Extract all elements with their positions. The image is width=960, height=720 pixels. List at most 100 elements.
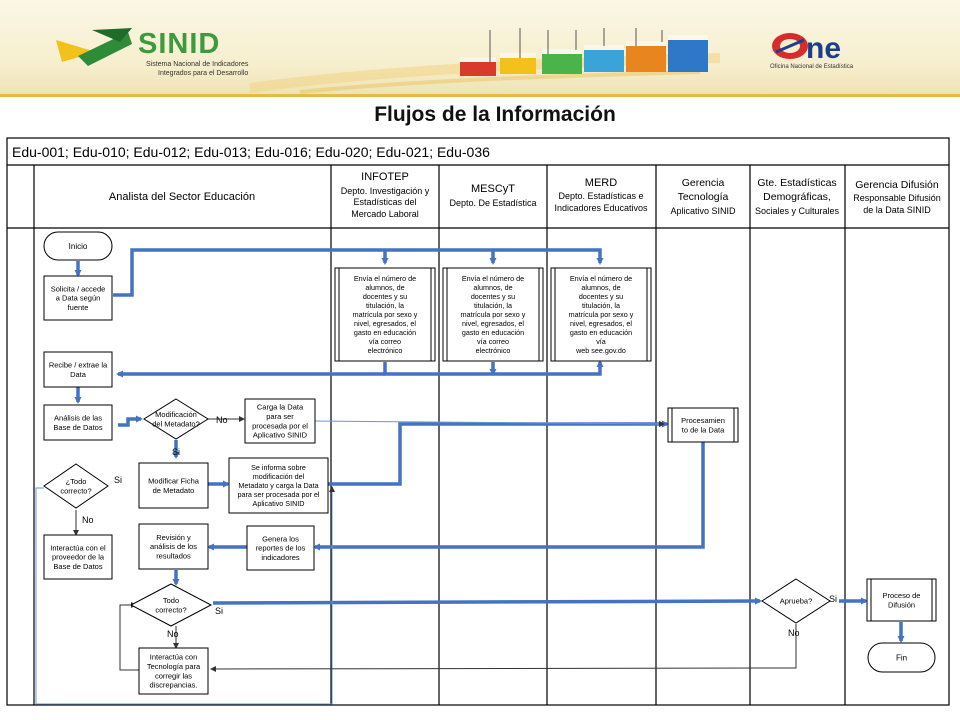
node-text: vía correo bbox=[369, 337, 401, 346]
lane-header-text: MERD bbox=[585, 177, 617, 189]
lane-header-text: Gte. Estadísticas bbox=[757, 177, 836, 189]
node-text: Base de Datos bbox=[53, 423, 102, 432]
node-text: Difusión bbox=[888, 600, 915, 609]
node-text: Base de Datos bbox=[53, 562, 102, 571]
node-text: Proceso de bbox=[883, 591, 921, 600]
connector-label: Si bbox=[114, 475, 122, 485]
node-text: Fin bbox=[896, 653, 907, 662]
node-text: Recibe / extrae la bbox=[49, 360, 108, 369]
node-text: ¿Todo bbox=[66, 477, 87, 486]
flow-arrow bbox=[113, 248, 604, 297]
header-bar bbox=[584, 50, 624, 72]
lane-header-text: Depto. Investigación y bbox=[341, 186, 430, 196]
node-text: procesada por el bbox=[252, 421, 308, 430]
page-title: Flujos de la Información bbox=[374, 103, 616, 126]
node-text: a Data según bbox=[56, 294, 101, 303]
lane-header-text: de la Data SINID bbox=[863, 205, 931, 215]
node-text: Aprueba? bbox=[780, 597, 813, 606]
node-text: matrícula por sexo y bbox=[569, 310, 634, 319]
node-text: correcto? bbox=[155, 605, 186, 614]
node-text: Solicita / accede bbox=[51, 284, 106, 293]
node-text: discrepancias. bbox=[150, 681, 198, 690]
connector-label: Si bbox=[215, 606, 223, 616]
node-text: electrónico bbox=[368, 346, 403, 355]
connector-label: No bbox=[216, 415, 228, 425]
lane-header-text: Demográficas, bbox=[763, 191, 831, 203]
node-text: Envía el número de bbox=[570, 274, 632, 283]
node-text: alumnos, de bbox=[365, 283, 404, 292]
node-text: web see.gov.do bbox=[575, 346, 626, 355]
swimlane-frame bbox=[6, 137, 950, 706]
node-text: Aplicativo SINID bbox=[253, 499, 305, 508]
flow-line bbox=[119, 602, 139, 671]
connector-label: No bbox=[82, 515, 94, 525]
one-logo-text: ne bbox=[806, 32, 841, 65]
lane-header-text: Estadísticas del bbox=[353, 197, 416, 207]
one-logo-sub: Oficina Nacional de Estadística bbox=[770, 64, 854, 70]
header-graphic: SINID Sistema Nacional de Indicadores In… bbox=[56, 28, 854, 94]
node-inicio: Inicio bbox=[43, 231, 113, 261]
node-text: para ser bbox=[266, 412, 294, 421]
node-text: docentes y su bbox=[579, 292, 623, 301]
header-bar bbox=[668, 40, 708, 72]
indicator-codes: Edu-001; Edu-010; Edu-012; Edu-013; Edu-… bbox=[12, 144, 490, 160]
node-text: docentes y su bbox=[471, 292, 515, 301]
header-banner: SINID Sistema Nacional de Indicadores In… bbox=[0, 0, 960, 97]
node-text: Envía el número de bbox=[354, 274, 416, 283]
lane-header-text: Depto. Estadísticas e bbox=[558, 191, 643, 201]
header-bar bbox=[460, 62, 496, 76]
node-text: corregir las bbox=[155, 671, 192, 680]
node-text: Modificación bbox=[155, 410, 197, 419]
node-text: Interactúa con el bbox=[50, 543, 106, 552]
lane-header-text: Depto. De Estadística bbox=[449, 198, 536, 208]
node-text: Todo bbox=[163, 596, 179, 605]
lane-header-text: Sociales y Culturales bbox=[755, 206, 840, 216]
node-text: electrónico bbox=[476, 346, 511, 355]
node-text: Envía el número de bbox=[462, 274, 524, 283]
node-fin: Fin bbox=[867, 642, 936, 673]
node-text: Modificar Ficha bbox=[148, 476, 200, 485]
lane-header-text: INFOTEP bbox=[361, 171, 409, 183]
flow-line bbox=[314, 420, 665, 427]
node-text: titulación, la bbox=[582, 301, 620, 310]
node-text: fuente bbox=[68, 303, 89, 312]
node-text: matrícula por sexo y bbox=[461, 310, 526, 319]
node-text: titulación, la bbox=[474, 301, 512, 310]
lane-header-text: MESCyT bbox=[471, 183, 515, 195]
header-bar bbox=[542, 54, 582, 74]
connector-label: No bbox=[167, 629, 179, 639]
lane-header-text: Tecnología bbox=[678, 191, 729, 203]
header-bar bbox=[626, 46, 666, 72]
node-text: Aplicativo SINID bbox=[253, 431, 308, 440]
node-text: nivel, egresados, el bbox=[462, 319, 524, 328]
flow-line bbox=[35, 486, 335, 705]
node-text: Análisis de las bbox=[54, 413, 102, 422]
node-text: Interactúa con bbox=[150, 653, 198, 662]
node-text: para ser procesada por el bbox=[238, 490, 320, 499]
header-bar bbox=[500, 58, 536, 74]
node-text: Carga la Data bbox=[257, 403, 304, 412]
node-text: docentes y su bbox=[363, 292, 407, 301]
sinid-logo: SINID Sistema Nacional de Indicadores In… bbox=[56, 28, 249, 77]
node-text: gasto en educación bbox=[354, 328, 416, 337]
node-text: to de la Data bbox=[682, 425, 725, 434]
node-text: gasto en educación bbox=[570, 328, 632, 337]
connector-label: No bbox=[788, 628, 800, 638]
node-text: Tecnología para bbox=[147, 662, 201, 671]
node-text: análisis de los bbox=[150, 542, 197, 551]
sinid-logo-sub2: Integrados para el Desarrollo bbox=[158, 70, 248, 77]
header-bar-graphic bbox=[460, 28, 708, 76]
